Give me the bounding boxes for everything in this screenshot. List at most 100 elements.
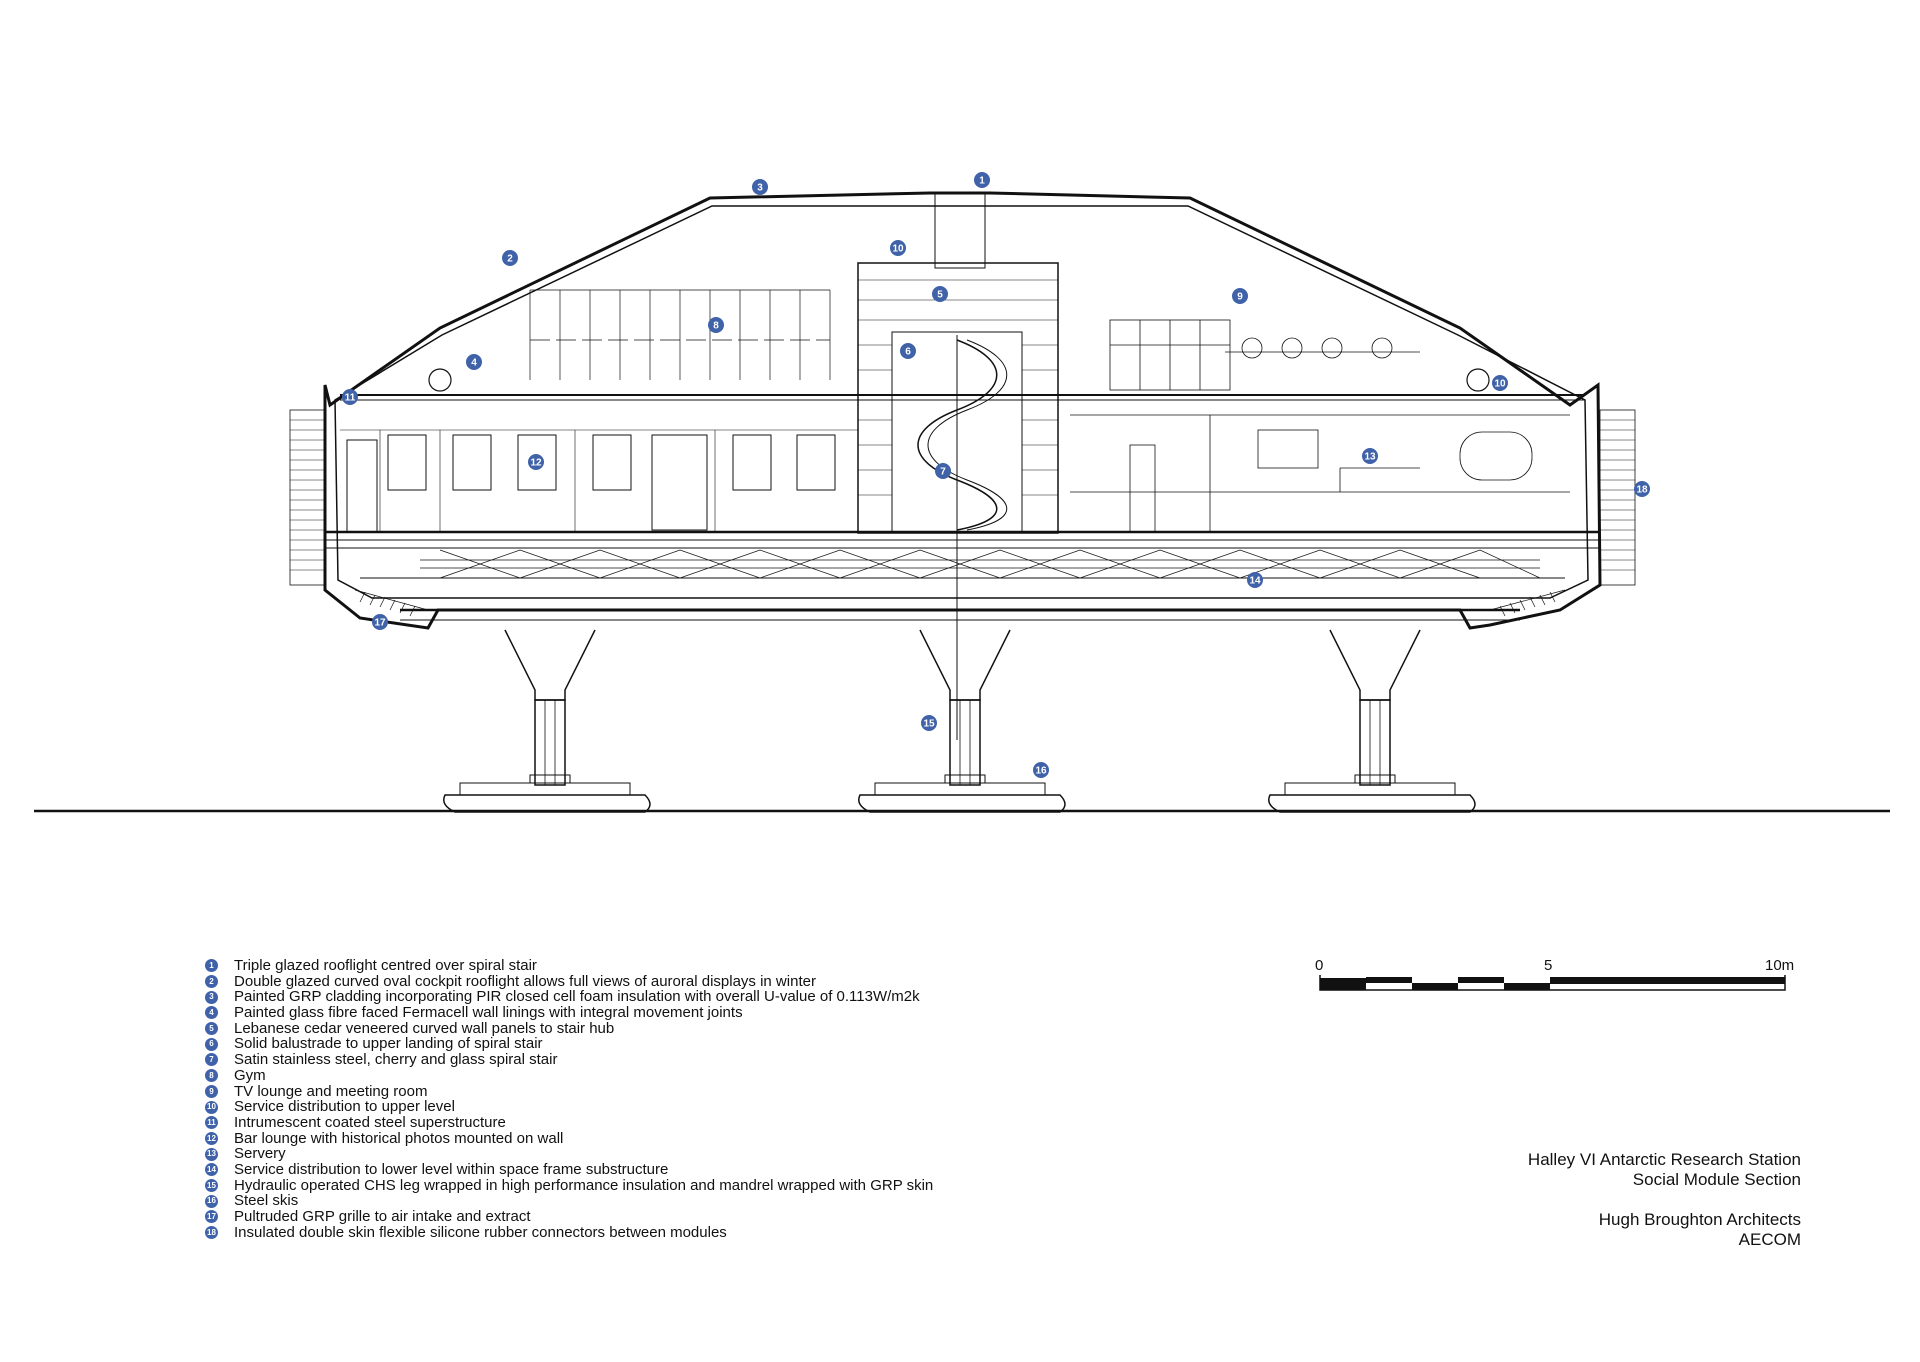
legend-item: 9 TV lounge and meeting room bbox=[205, 1082, 1105, 1100]
svg-text:10: 10 bbox=[892, 244, 904, 255]
title-line-4: AECOM bbox=[1738, 1230, 1801, 1249]
legend-number: 14 bbox=[205, 1163, 218, 1177]
legend-item: 16 Steel skis bbox=[205, 1193, 1105, 1209]
callout-10: 10 bbox=[890, 240, 906, 256]
legend-number: 8 bbox=[205, 1069, 218, 1083]
legend-text: Lebanese cedar veneered curved wall pane… bbox=[234, 1019, 615, 1037]
legend-item: 13 Servery bbox=[205, 1146, 1105, 1162]
svg-text:5: 5 bbox=[937, 290, 943, 301]
legend-number: 4 bbox=[205, 1006, 218, 1020]
legend-text: Intrumescent coated steel superstructure bbox=[234, 1113, 506, 1131]
legend-item: 8 Gym bbox=[205, 1068, 1105, 1084]
module-outer-shell bbox=[323, 191, 1602, 630]
svg-text:3: 3 bbox=[757, 183, 763, 194]
legend-number: 9 bbox=[205, 1084, 218, 1098]
legend-item: 2 Double glazed curved oval cockpit roofl… bbox=[205, 972, 1105, 990]
svg-text:13: 13 bbox=[1364, 452, 1376, 463]
legend-item: 5 Lebanese cedar veneered curved wall pan… bbox=[205, 1021, 1105, 1037]
callout-17: 17 bbox=[372, 614, 388, 630]
legend-item: 18 Insulated double skin flexible silicon… bbox=[205, 1223, 1105, 1241]
legend-item: 4 Painted glass fibre faced Fermacell wal… bbox=[205, 1005, 1105, 1021]
legend-number: 2 bbox=[205, 975, 218, 989]
legend-text: Service distribution to lower level with… bbox=[234, 1160, 669, 1178]
legend-text: Service distribution to upper level bbox=[234, 1098, 455, 1116]
callout-18: 18 bbox=[1634, 481, 1650, 497]
svg-text:14: 14 bbox=[1249, 576, 1261, 587]
legend-text: Double glazed curved oval cockpit roofli… bbox=[234, 972, 816, 990]
legend-text: Satin stainless steel, cherry and glass … bbox=[234, 1051, 558, 1069]
scale-label-mid: 5 bbox=[1544, 957, 1553, 974]
legend-text: Insulated double skin flexible silicone … bbox=[234, 1223, 727, 1241]
legend-text: TV lounge and meeting room bbox=[234, 1082, 428, 1100]
callout-2: 2 bbox=[502, 250, 518, 266]
module-inner-shell bbox=[334, 205, 1589, 599]
legend-number: 18 bbox=[205, 1226, 218, 1240]
legend-number: 7 bbox=[205, 1053, 218, 1067]
callout-6: 6 bbox=[900, 343, 916, 359]
legend-item: 15 Hydraulic operated CHS leg wrapped in … bbox=[205, 1176, 1105, 1194]
callout-11: 11 bbox=[342, 389, 358, 405]
legend-number: 13 bbox=[205, 1147, 218, 1161]
callout-3: 3 bbox=[752, 179, 768, 195]
legend-number: 10 bbox=[205, 1100, 218, 1114]
callout-9: 9 bbox=[1232, 288, 1248, 304]
legend-number: 12 bbox=[205, 1131, 218, 1145]
legend-text: Solid balustrade to upper landing of spi… bbox=[234, 1035, 543, 1053]
callout-10: 10 bbox=[1492, 375, 1508, 391]
title-line-3: Hugh Broughton Architects bbox=[1598, 1210, 1801, 1229]
legend-text: Bar lounge with historical photos mounte… bbox=[234, 1129, 564, 1147]
legend-item: 10 Service distribution to upper level bbox=[205, 1099, 1105, 1115]
svg-text:11: 11 bbox=[345, 393, 356, 404]
callout-1: 1 bbox=[974, 172, 990, 188]
title-line-1: Halley VI Antarctic Research Station bbox=[1527, 1150, 1801, 1169]
legend-text: Servery bbox=[234, 1145, 286, 1163]
legend-number: 17 bbox=[205, 1210, 218, 1224]
legend-number: 5 bbox=[205, 1022, 218, 1036]
legend-text: Pultruded GRP grille to air intake and e… bbox=[234, 1208, 531, 1225]
svg-text:7: 7 bbox=[940, 467, 946, 478]
legend-item: 7 Satin stainless steel, cherry and glass… bbox=[205, 1052, 1105, 1068]
legend-text: Gym bbox=[234, 1066, 266, 1084]
legend-number: 16 bbox=[205, 1194, 218, 1208]
title-line-2: Social Module Section bbox=[1632, 1170, 1801, 1189]
callout-8: 8 bbox=[708, 317, 724, 333]
svg-text:4: 4 bbox=[471, 358, 477, 369]
legend-item: 17 Pultruded GRP grille to air intake and… bbox=[205, 1209, 1105, 1225]
svg-text:6: 6 bbox=[905, 347, 911, 358]
legend-text: Painted GRP cladding incorporating PIR c… bbox=[234, 988, 920, 1006]
callout-5: 5 bbox=[932, 286, 948, 302]
legend-item: 6 Solid balustrade to upper landing of sp… bbox=[205, 1036, 1105, 1052]
legend-text: Painted glass fibre faced Fermacell wall… bbox=[234, 1004, 743, 1022]
legend-number: 3 bbox=[205, 990, 218, 1004]
svg-text:12: 12 bbox=[530, 458, 542, 469]
scale-label-end: 10m bbox=[1765, 957, 1795, 974]
title-block: Halley VI Antarctic Research Station Soc… bbox=[1528, 1150, 1801, 1250]
callout-15: 15 bbox=[921, 715, 937, 731]
svg-text:8: 8 bbox=[713, 321, 719, 332]
callout-16: 16 bbox=[1033, 762, 1049, 778]
callout-14: 14 bbox=[1247, 572, 1263, 588]
callout-4: 4 bbox=[466, 354, 482, 370]
svg-text:18: 18 bbox=[1636, 485, 1648, 496]
legend-text: Triple glazed rooflight centred over spi… bbox=[234, 957, 537, 974]
svg-text:16: 16 bbox=[1035, 766, 1047, 777]
scale-label-start: 0 bbox=[1315, 957, 1324, 974]
callout-12: 12 bbox=[528, 454, 544, 470]
callout-7: 7 bbox=[935, 463, 951, 479]
callout-13: 13 bbox=[1362, 448, 1378, 464]
legend-number: 6 bbox=[205, 1037, 218, 1051]
svg-text:10: 10 bbox=[1494, 379, 1506, 390]
svg-text:15: 15 bbox=[923, 719, 935, 730]
legend-item: 12 Bar lounge with historical photos moun… bbox=[205, 1129, 1105, 1147]
legend-item: 3 Painted GRP cladding incorporating PIR … bbox=[205, 989, 1105, 1005]
svg-text:2: 2 bbox=[507, 254, 513, 265]
legend-number: 15 bbox=[205, 1178, 218, 1192]
legend-text: Hydraulic operated CHS leg wrapped in hi… bbox=[234, 1176, 934, 1194]
svg-text:9: 9 bbox=[1237, 292, 1243, 303]
legend-text: Steel skis bbox=[234, 1192, 299, 1210]
